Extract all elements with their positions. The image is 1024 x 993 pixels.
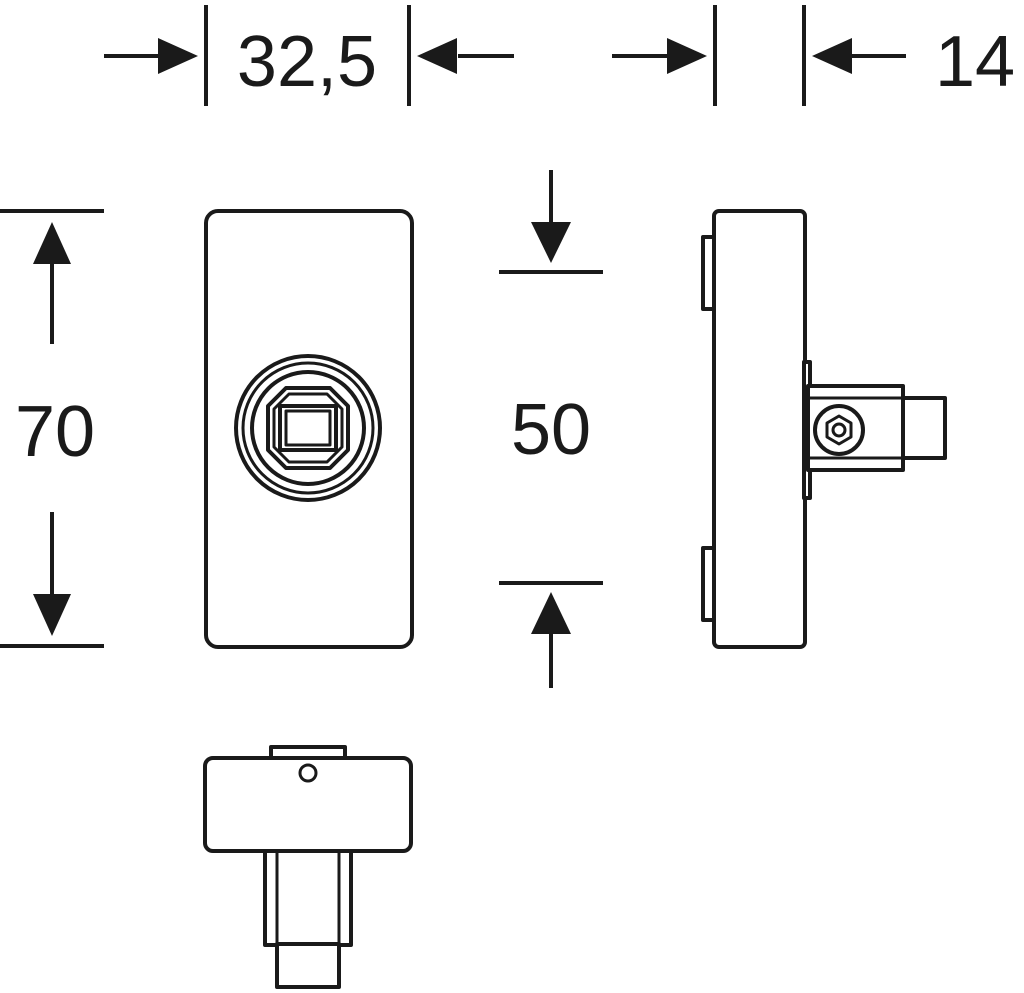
arrow-right-icon [667,38,707,74]
front-view [204,209,414,649]
screw-hole-icon [298,763,318,783]
spindle-tip-side [901,396,947,460]
spindle-tip-bottom [275,942,341,989]
dimension-spacing-label: 50 [511,390,591,470]
rosette-side [712,209,807,649]
dimension-depth: 14 [612,5,1015,106]
dimension-spacing: 50 [499,170,603,688]
square-spindle-hole-inner [284,409,332,447]
dimension-height-label: 70 [15,392,95,472]
dimension-depth-label: 14 [935,22,1015,102]
arrow-left-icon [417,38,457,74]
spindle-octagon-inner [272,392,344,464]
rosette-bottom [203,756,413,853]
arrow-down-icon [33,594,71,636]
rosette-plate [204,209,414,649]
spindle-ring-outer [234,354,382,502]
side-view [701,209,947,649]
dimension-height: 70 [0,209,104,648]
grub-screw-center [831,422,847,438]
arrow-left-icon [812,38,852,74]
spindle-ring-inner [241,361,375,495]
spindle-octagon [266,386,350,470]
arrow-down-icon [531,222,571,263]
arrow-right-icon [158,38,198,74]
dimension-width-label: 32,5 [237,22,377,102]
spindle-body-side [806,384,905,472]
dimension-width: 32,5 [104,5,514,106]
spindle-boss [250,370,366,486]
square-spindle-hole [278,404,338,452]
grub-screw-outer [813,404,865,456]
arrow-up-icon [33,222,71,264]
hex-socket-icon [825,414,853,446]
bottom-view [203,745,413,989]
arrow-up-icon [531,592,571,634]
